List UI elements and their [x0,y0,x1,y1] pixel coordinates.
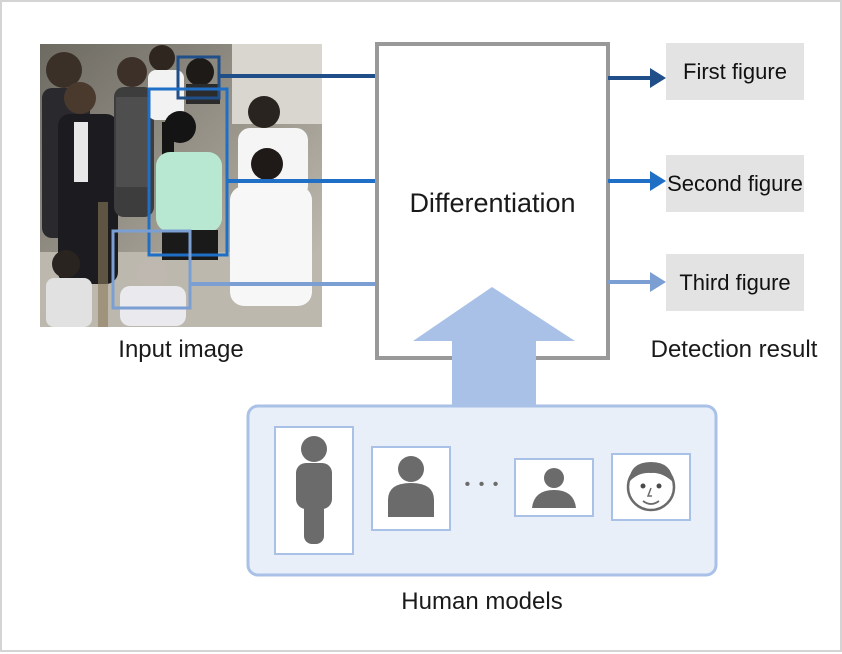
crowd-person [230,148,312,306]
detection-box-third [111,229,192,310]
crowd-person [120,259,186,326]
full-body-person-icon [274,426,354,555]
output-arrow-first [608,68,666,88]
crowd-person [148,45,184,120]
up-arrow [413,287,575,432]
head-shoulders-person-icon [514,458,594,517]
output-arrow-second [608,171,666,191]
result-first-figure: First figure [666,43,804,100]
detection-box-second [147,87,229,257]
human-models-panel [246,404,718,577]
result-third-figure: Third figure [666,254,804,311]
crowd-person [46,250,92,327]
upper-body-person-icon [371,446,451,531]
models-ellipsis: • • • [464,476,501,493]
face-icon [611,453,691,521]
output-arrow-third [608,272,666,292]
result-second-figure: Second figure [666,155,804,212]
detection-result-caption: Detection result [650,336,818,363]
input-photo [40,44,322,327]
human-models-caption: Human models [401,588,563,615]
differentiation-label: Differentiation [409,188,576,218]
crowd-person [114,57,154,217]
input-image-caption: Input image [118,336,244,363]
